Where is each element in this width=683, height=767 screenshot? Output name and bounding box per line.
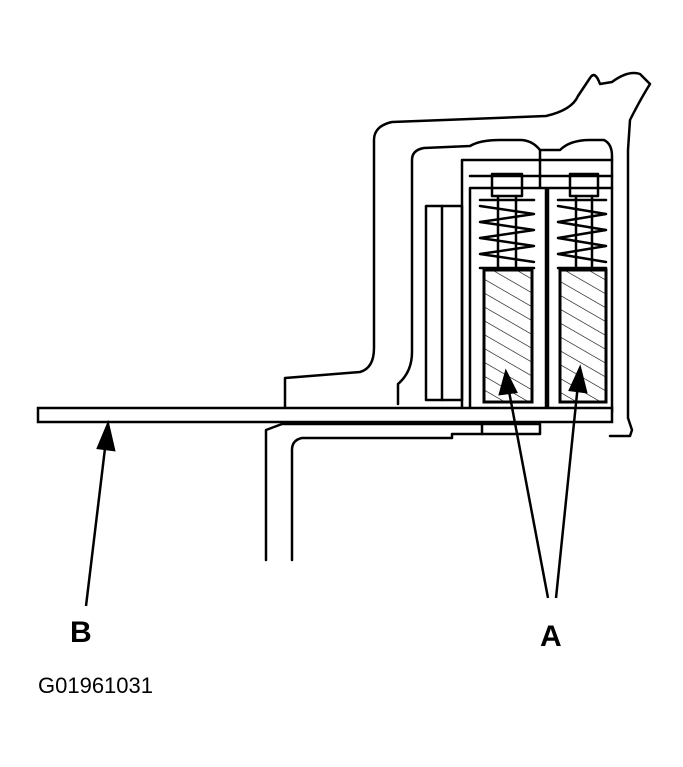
left-spring-seat <box>478 198 536 270</box>
backing-plate <box>424 204 464 402</box>
housing-inner <box>396 138 614 414</box>
left-piston-cap <box>490 172 524 198</box>
figure-id: G01961031 <box>38 673 153 698</box>
arrow-a-right-shaft <box>554 383 580 599</box>
housing-outer <box>283 71 652 438</box>
shaft-b <box>36 406 614 424</box>
arrow-a-right-head <box>568 364 588 394</box>
left-spring <box>478 204 536 264</box>
right-spring <box>556 204 608 264</box>
label-a: A <box>540 620 562 653</box>
right-piston-cap <box>568 172 600 198</box>
arrow-a-left-head <box>498 368 518 396</box>
pin-housing <box>468 186 614 410</box>
arrow-a-left-shaft <box>506 385 550 599</box>
label-b: B <box>70 616 92 649</box>
hub-outer <box>264 422 484 562</box>
hub-step <box>480 422 542 436</box>
right-spring-seat <box>556 198 608 270</box>
arrow-b-shaft <box>84 439 108 607</box>
arrow-b-head <box>96 419 116 452</box>
piston-channel <box>460 148 614 410</box>
